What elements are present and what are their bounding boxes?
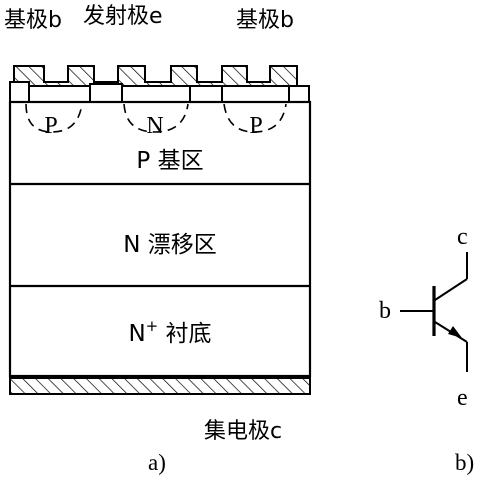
collector-metal (9, 377, 311, 395)
well-label-n: N (146, 113, 163, 139)
symbol-base-label: b (379, 298, 391, 324)
oxide-segment (9, 81, 30, 103)
well-label-p-left: P (44, 113, 57, 139)
well-boundary-p-right (223, 103, 287, 133)
oxide-segment (89, 83, 123, 103)
well-boundary-n (123, 103, 189, 133)
collector-diagonal (434, 278, 468, 301)
p-base-label: P 基区 (136, 148, 203, 174)
substrate-label-suffix: 衬底 (158, 321, 211, 347)
caption-a: a) (148, 450, 166, 475)
oxide-segment (189, 85, 223, 103)
base-left-label: 基极b (4, 8, 62, 33)
collector-label: 集电极c (204, 419, 282, 444)
emitter-label: 发射极e (83, 4, 163, 29)
well-label-p-right: P (249, 113, 262, 139)
substrate-label-prefix: N (128, 321, 145, 347)
base-right-label: 基极b (236, 8, 294, 33)
transistor-symbol: c b e b) (379, 224, 474, 475)
symbol-emitter-label: e (457, 385, 468, 411)
substrate-label-sup: + (146, 317, 159, 335)
device-body (8, 100, 312, 378)
caption-b: b) (455, 450, 474, 475)
device-cross-section: P N P P 基区 N 漂移区 N+ 衬底 基极b 发射极e 基极b 集电极c… (4, 4, 312, 475)
oxide-segment (288, 85, 310, 103)
substrate-label: N+ 衬底 (128, 317, 211, 347)
n-drift-label: N 漂移区 (123, 232, 217, 258)
symbol-collector-label: c (457, 224, 468, 250)
emitter-arrow (448, 326, 462, 338)
metal-contact-layer (13, 65, 298, 87)
